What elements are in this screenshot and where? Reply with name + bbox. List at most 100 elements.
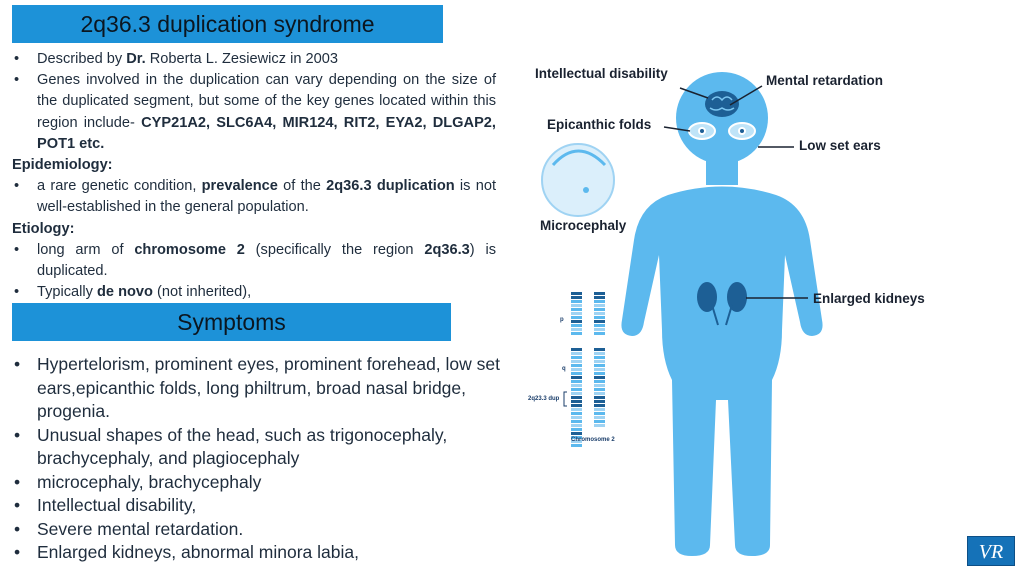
symptoms-title: Symptoms [177, 309, 286, 335]
text-segment: Typically [37, 284, 98, 301]
symptoms-list: Hypertelorism, prominent eyes, prominent… [12, 353, 512, 565]
chromosome-band [571, 304, 582, 307]
chromosome-band [594, 400, 605, 403]
chromosome-band [594, 384, 605, 387]
label-enlarged-kidneys: Enlarged kidneys [813, 291, 925, 306]
text-segment: (specifically the region [244, 241, 425, 258]
brain-icon [705, 91, 739, 117]
section-heading: Etiology: [12, 219, 496, 240]
text-segment: long arm of [37, 241, 135, 258]
chromosome-band [594, 296, 605, 299]
chromosome-band [571, 364, 582, 367]
chromosome-band [571, 436, 582, 439]
title-banner: 2q36.3 duplication syndrome [12, 5, 443, 43]
chromosome-band [594, 380, 605, 383]
chromosome-band [594, 388, 605, 391]
text-segment: is not well-established in the general p… [37, 178, 496, 216]
logo-text: VR [978, 541, 1004, 563]
chromosome-band [571, 292, 582, 295]
chromosome-band [594, 292, 605, 295]
symptom-item: Intellectual disability, [12, 494, 512, 518]
label-intellectual-disability: Intellectual disability [535, 66, 668, 81]
chromosome-band [571, 348, 582, 351]
chromosome-band [594, 316, 605, 319]
chromosome-band [594, 324, 605, 327]
chromosome-band [571, 440, 582, 443]
chromosome-band [571, 444, 582, 447]
label-mental-retardation: Mental retardation [766, 73, 884, 88]
chromosome-band [571, 372, 582, 375]
chromosome-band [594, 412, 605, 415]
chromosome-caption: Chromosome 2 [571, 437, 615, 443]
chromosome-band [594, 348, 605, 351]
dup-bracket [563, 391, 567, 407]
chromosome-band [571, 332, 582, 335]
chromosome-band [571, 360, 582, 363]
chromosome-band [594, 304, 605, 307]
chromosome-band [594, 396, 605, 399]
chromosome-band [571, 312, 582, 315]
chromosome-band [594, 408, 605, 411]
chromosome-band [594, 328, 605, 331]
chromosome-band [571, 412, 582, 415]
text-segment: 2q36.3 duplication [326, 178, 455, 195]
chromosome-band [594, 416, 605, 419]
kidneys-icon [697, 282, 747, 326]
text-segment: chromosome 2 [134, 241, 245, 258]
chromosome-band [571, 408, 582, 411]
chromosome-band [594, 332, 605, 335]
chromosome-band [571, 324, 582, 327]
text-segment: Epidemiology: [12, 157, 113, 174]
chromosome-band [594, 376, 605, 379]
chromosome-band [571, 388, 582, 391]
text-segment: CYP21A2, SLC6A4, MIR124, RIT2, EYA2, DLG… [37, 114, 496, 152]
chromosome-band [594, 424, 605, 427]
chromosome-band [594, 308, 605, 311]
label-low-set-ears: Low set ears [799, 138, 881, 153]
chromosome-band [594, 352, 605, 355]
text-segment: prevalence [201, 178, 278, 195]
text-segment: Etiology: [12, 220, 75, 237]
section-heading: Epidemiology: [12, 155, 496, 176]
chromosome-diagram [571, 292, 605, 447]
chromosome-band [571, 376, 582, 379]
baby-head-icon [541, 143, 615, 217]
bullet-item: Described by Dr. Roberta L. Zesiewicz in… [12, 49, 496, 70]
vr-logo: VR [967, 536, 1015, 566]
text-segment: Genes involved in the duplication can va… [37, 72, 496, 131]
chromosome-band [571, 432, 582, 435]
text-segment: a rare genetic condition, [37, 178, 202, 195]
symptom-item: Unusual shapes of the head, such as trig… [12, 424, 512, 471]
symptom-item: Severe mental retardation. [12, 518, 512, 542]
text-segment: de novo [97, 284, 153, 301]
chromosome-band [571, 400, 582, 403]
chromosome-band [571, 428, 582, 431]
chromosome-band [571, 368, 582, 371]
chromosome-band [571, 380, 582, 383]
chromosome-band [571, 308, 582, 311]
symptom-item: Enlarged kidneys, abnormal minora labia, [12, 541, 512, 565]
text-segment: Roberta L. Zesiewicz in 2003 [145, 51, 338, 67]
chromosome-band [594, 312, 605, 315]
chromosome-band [571, 404, 582, 407]
chromosome-band [594, 320, 605, 323]
chromosome-band [571, 416, 582, 419]
chromosome-band [594, 404, 605, 407]
chromosome-band [571, 384, 582, 387]
chromosome-band [594, 420, 605, 423]
chromosome-band [571, 392, 582, 395]
chromosome-band [594, 300, 605, 303]
intro-section: Described by Dr. Roberta L. Zesiewicz in… [12, 49, 496, 304]
chromosome-band [571, 320, 582, 323]
text-segment: Dr. [126, 51, 146, 67]
chromosome-band [571, 424, 582, 427]
child-silhouette [621, 72, 823, 556]
chromosome-q-label: q [562, 366, 566, 372]
symptoms-banner: Symptoms [12, 303, 451, 341]
page-title: 2q36.3 duplication syndrome [80, 11, 375, 37]
chromosome-p-label: p [560, 317, 564, 323]
symptom-item: Hypertelorism, prominent eyes, prominent… [12, 353, 512, 424]
chromosome-band [594, 368, 605, 371]
text-segment: (not inherited), [152, 284, 252, 301]
